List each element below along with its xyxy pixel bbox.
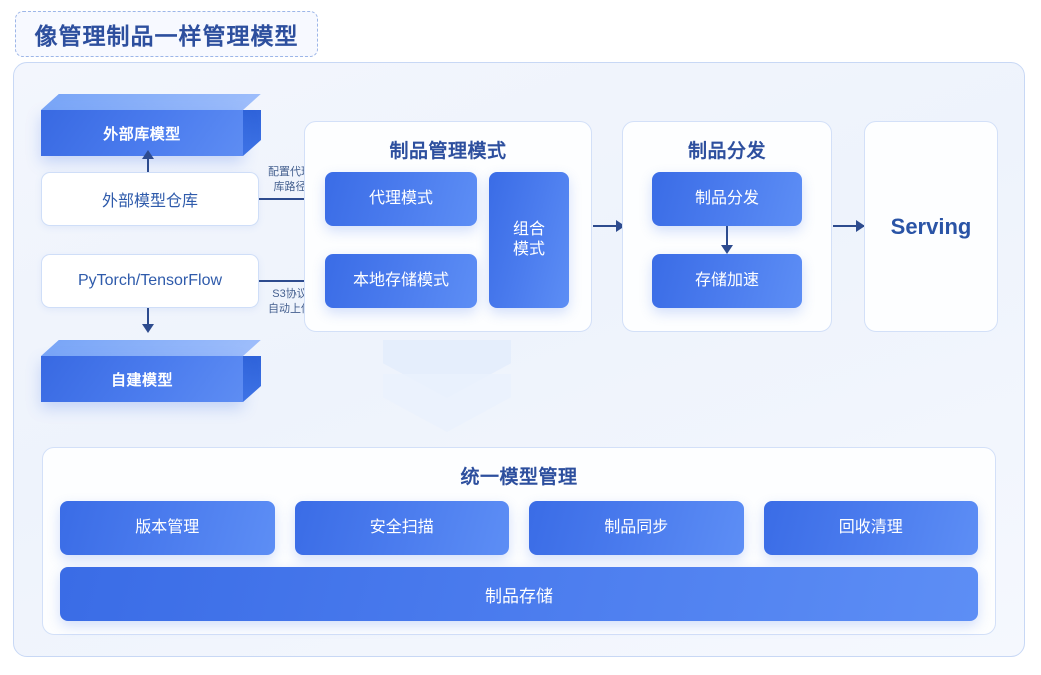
- page-title-box: 像管理制品一样管理模型: [15, 11, 318, 57]
- card-storage-acceleration-label: 存储加速: [694, 272, 759, 289]
- card-version-management[interactable]: 版本管理: [60, 501, 275, 555]
- arrow-deliver-to-serving-shaft: [833, 225, 865, 227]
- arrow-repo-to-lib-head: [142, 150, 154, 159]
- card-local-storage-mode[interactable]: 本地存储模式: [325, 254, 477, 308]
- page-title: 像管理制品一样管理模型: [34, 23, 299, 49]
- cube-top-face: [41, 340, 261, 356]
- edge-label-s3-upload-line1: S3协议: [272, 288, 308, 300]
- card-local-storage-mode-label: 本地存储模式: [352, 272, 449, 289]
- card-proxy-mode[interactable]: 代理模式: [325, 172, 477, 226]
- node-external-repo: 外部模型仓库: [41, 172, 259, 226]
- card-artifact-storage[interactable]: 制品存储: [60, 567, 978, 621]
- chevron-down-icon: [383, 340, 511, 440]
- edge-label-proxy-path-line2: 库路径: [273, 180, 307, 193]
- node-external-repo-label: 外部模型仓库: [101, 193, 198, 210]
- cube-front-face: 外部库模型: [41, 110, 243, 156]
- arrow-framework-to-self-head: [142, 324, 154, 333]
- card-combined-mode-line1: 组合: [512, 221, 545, 238]
- panel-artifact-management-title: 制品管理模式: [389, 141, 507, 162]
- arrow-framework-to-local-shaft: [259, 280, 316, 282]
- card-combined-mode-label: 组合 模式: [513, 220, 545, 260]
- edge-label-s3-upload: S3协议 自动上传: [259, 287, 321, 317]
- card-security-scan[interactable]: 安全扫描: [294, 501, 509, 555]
- unified-feature-row: 版本管理 安全扫描 制品同步 回收清理: [60, 501, 978, 555]
- arrow-repo-to-proxy-shaft: [259, 198, 316, 200]
- node-external-lib-model-label: 外部库模型: [103, 125, 181, 143]
- panel-unified-model-management: 统一模型管理 版本管理 安全扫描 制品同步 回收清理 制品存储: [42, 447, 996, 635]
- arrow-repo-to-lib-shaft: [147, 158, 149, 172]
- node-external-lib-model: 外部库模型: [41, 94, 261, 156]
- cube-side-face: [243, 356, 261, 402]
- card-security-scan-label: 安全扫描: [369, 519, 434, 536]
- chevron-layer-2: [383, 374, 511, 432]
- card-artifact-distribution[interactable]: 制品分发: [652, 172, 802, 226]
- card-combined-mode-line2: 模式: [512, 241, 545, 258]
- arrow-manage-to-deliver-head: [616, 220, 625, 232]
- panel-serving-label: Serving: [890, 213, 972, 239]
- card-artifact-distribution-label: 制品分发: [694, 190, 759, 207]
- card-artifact-storage-label: 制品存储: [485, 586, 553, 606]
- panel-serving: Serving: [864, 121, 998, 332]
- node-framework-label: PyTorch/TensorFlow: [77, 272, 223, 289]
- arrow-manage-to-deliver-shaft: [593, 225, 625, 227]
- cube-top-face: [41, 94, 261, 110]
- arrow-dist-to-accel-head: [721, 245, 733, 254]
- card-artifact-sync[interactable]: 制品同步: [529, 501, 744, 555]
- edge-label-s3-upload-line2: 自动上传: [268, 302, 312, 315]
- card-recycle-cleanup[interactable]: 回收清理: [763, 501, 978, 555]
- panel-unified-model-management-title: 统一模型管理: [460, 467, 578, 488]
- card-version-management-label: 版本管理: [135, 519, 200, 536]
- card-artifact-sync-label: 制品同步: [604, 519, 669, 536]
- card-combined-mode[interactable]: 组合 模式: [489, 172, 569, 308]
- cube-side-face: [243, 110, 261, 156]
- edge-label-proxy-path-line1: 配置代理: [268, 166, 312, 178]
- arrow-framework-to-self-shaft: [147, 308, 149, 324]
- node-self-built-model: 自建模型: [41, 340, 261, 402]
- node-self-built-model-label: 自建模型: [110, 371, 173, 389]
- cube-front-face: 自建模型: [41, 356, 243, 402]
- card-proxy-mode-label: 代理模式: [368, 190, 433, 207]
- card-recycle-cleanup-label: 回收清理: [838, 519, 903, 536]
- edge-label-proxy-path: 配置代理 库路径: [259, 165, 321, 195]
- arrow-deliver-to-serving-head: [856, 220, 865, 232]
- card-storage-acceleration[interactable]: 存储加速: [652, 254, 802, 308]
- node-framework: PyTorch/TensorFlow: [41, 254, 259, 308]
- arrow-dist-to-accel-shaft: [726, 226, 728, 245]
- panel-artifact-distribution-title: 制品分发: [687, 141, 766, 162]
